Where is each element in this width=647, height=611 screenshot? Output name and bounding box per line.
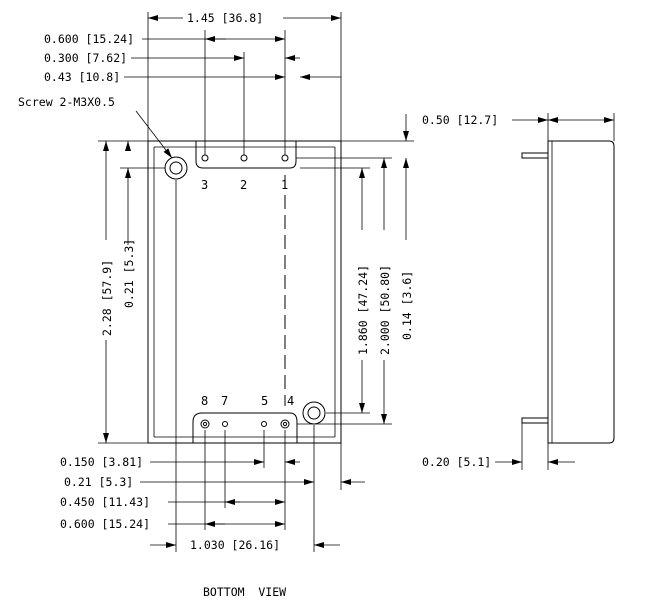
dim-pin-span-600-label: 0.600 [15.24] — [44, 32, 134, 46]
pin-label-3: 3 — [201, 178, 208, 192]
dim-height-1860: 1.860 [47.24] — [300, 167, 370, 414]
dim-height-14-label: 0.14 [3.6] — [400, 271, 414, 340]
pin-label-7: 7 — [221, 394, 228, 408]
side-pin-top — [521, 152, 549, 159]
dim-height-21: 0.21 [5.3] — [120, 141, 165, 308]
dim-pin-span-300: 0.300 [7.62] — [44, 51, 300, 155]
dim-height-14: 0.14 [3.6] — [341, 114, 414, 340]
pin-label-1: 1 — [281, 178, 288, 192]
dim-top-width-label: 1.45 [36.8] — [187, 11, 263, 25]
dim-bottom-450: 0.450 [11.43] — [60, 430, 285, 509]
pin-label-5: 5 — [261, 394, 268, 408]
dim-bottom-150-label: 0.150 [3.81] — [60, 455, 143, 469]
screw-top-left — [164, 156, 188, 180]
pin-label-2: 2 — [240, 178, 247, 192]
view-label: BOTTOM VIEW — [203, 585, 286, 599]
screw-callout-label: Screw 2-M3X0.5 — [18, 95, 115, 109]
pin-label-4: 4 — [287, 394, 294, 408]
pin-label-8: 8 — [201, 394, 208, 408]
dim-top-width: 1.45 [36.8] — [147, 11, 342, 141]
top-pins — [201, 154, 289, 162]
dim-side-pin: 0.20 [5.1] — [422, 423, 575, 470]
dim-bottom-600: 0.600 [15.24] — [60, 430, 286, 531]
dim-pin-span-600: 0.600 [15.24] — [44, 30, 286, 155]
screw-bottom-right — [302, 401, 326, 425]
dim-side-thickness-label: 0.50 [12.7] — [422, 113, 498, 127]
dim-side-pin-label: 0.20 [5.1] — [422, 455, 491, 469]
dim-edge-43-label: 0.43 [10.8] — [44, 70, 120, 84]
dim-side-thickness: 0.50 [12.7] — [422, 113, 615, 141]
dim-height-1860-label: 1.860 [47.24] — [356, 265, 370, 355]
bottom-pin-header — [192, 412, 298, 443]
side-pin-bottom — [521, 417, 549, 424]
dim-edge-43: 0.43 [10.8] — [44, 70, 341, 84]
dim-bottom-450-label: 0.450 [11.43] — [60, 495, 150, 509]
dim-height-total: 2.28 [57.9] — [98, 140, 148, 444]
dim-height-2000: 2.000 [50.80] — [296, 157, 392, 425]
dim-height-2000-label: 2.000 [50.80] — [378, 265, 392, 355]
dim-bottom-150: 0.150 [3.81] — [60, 430, 300, 469]
dim-height-21-label: 0.21 [5.3] — [122, 239, 136, 308]
bottom-pins — [200, 419, 290, 429]
side-view — [521, 140, 615, 444]
dim-bottom-1030-label: 1.030 [26.16] — [190, 538, 280, 552]
dim-pin-span-300-label: 0.300 [7.62] — [44, 51, 127, 65]
dim-bottom-21-label: 0.21 [5.3] — [64, 475, 133, 489]
module-body — [147, 140, 342, 444]
screw-callout: Screw 2-M3X0.5 — [18, 95, 173, 159]
top-pin-header — [195, 141, 297, 169]
dim-bottom-600-label: 0.600 [15.24] — [60, 517, 150, 531]
dim-bottom-1030: 1.030 [26.16] — [150, 180, 340, 552]
dim-height-total-label: 2.28 [57.9] — [100, 260, 114, 336]
